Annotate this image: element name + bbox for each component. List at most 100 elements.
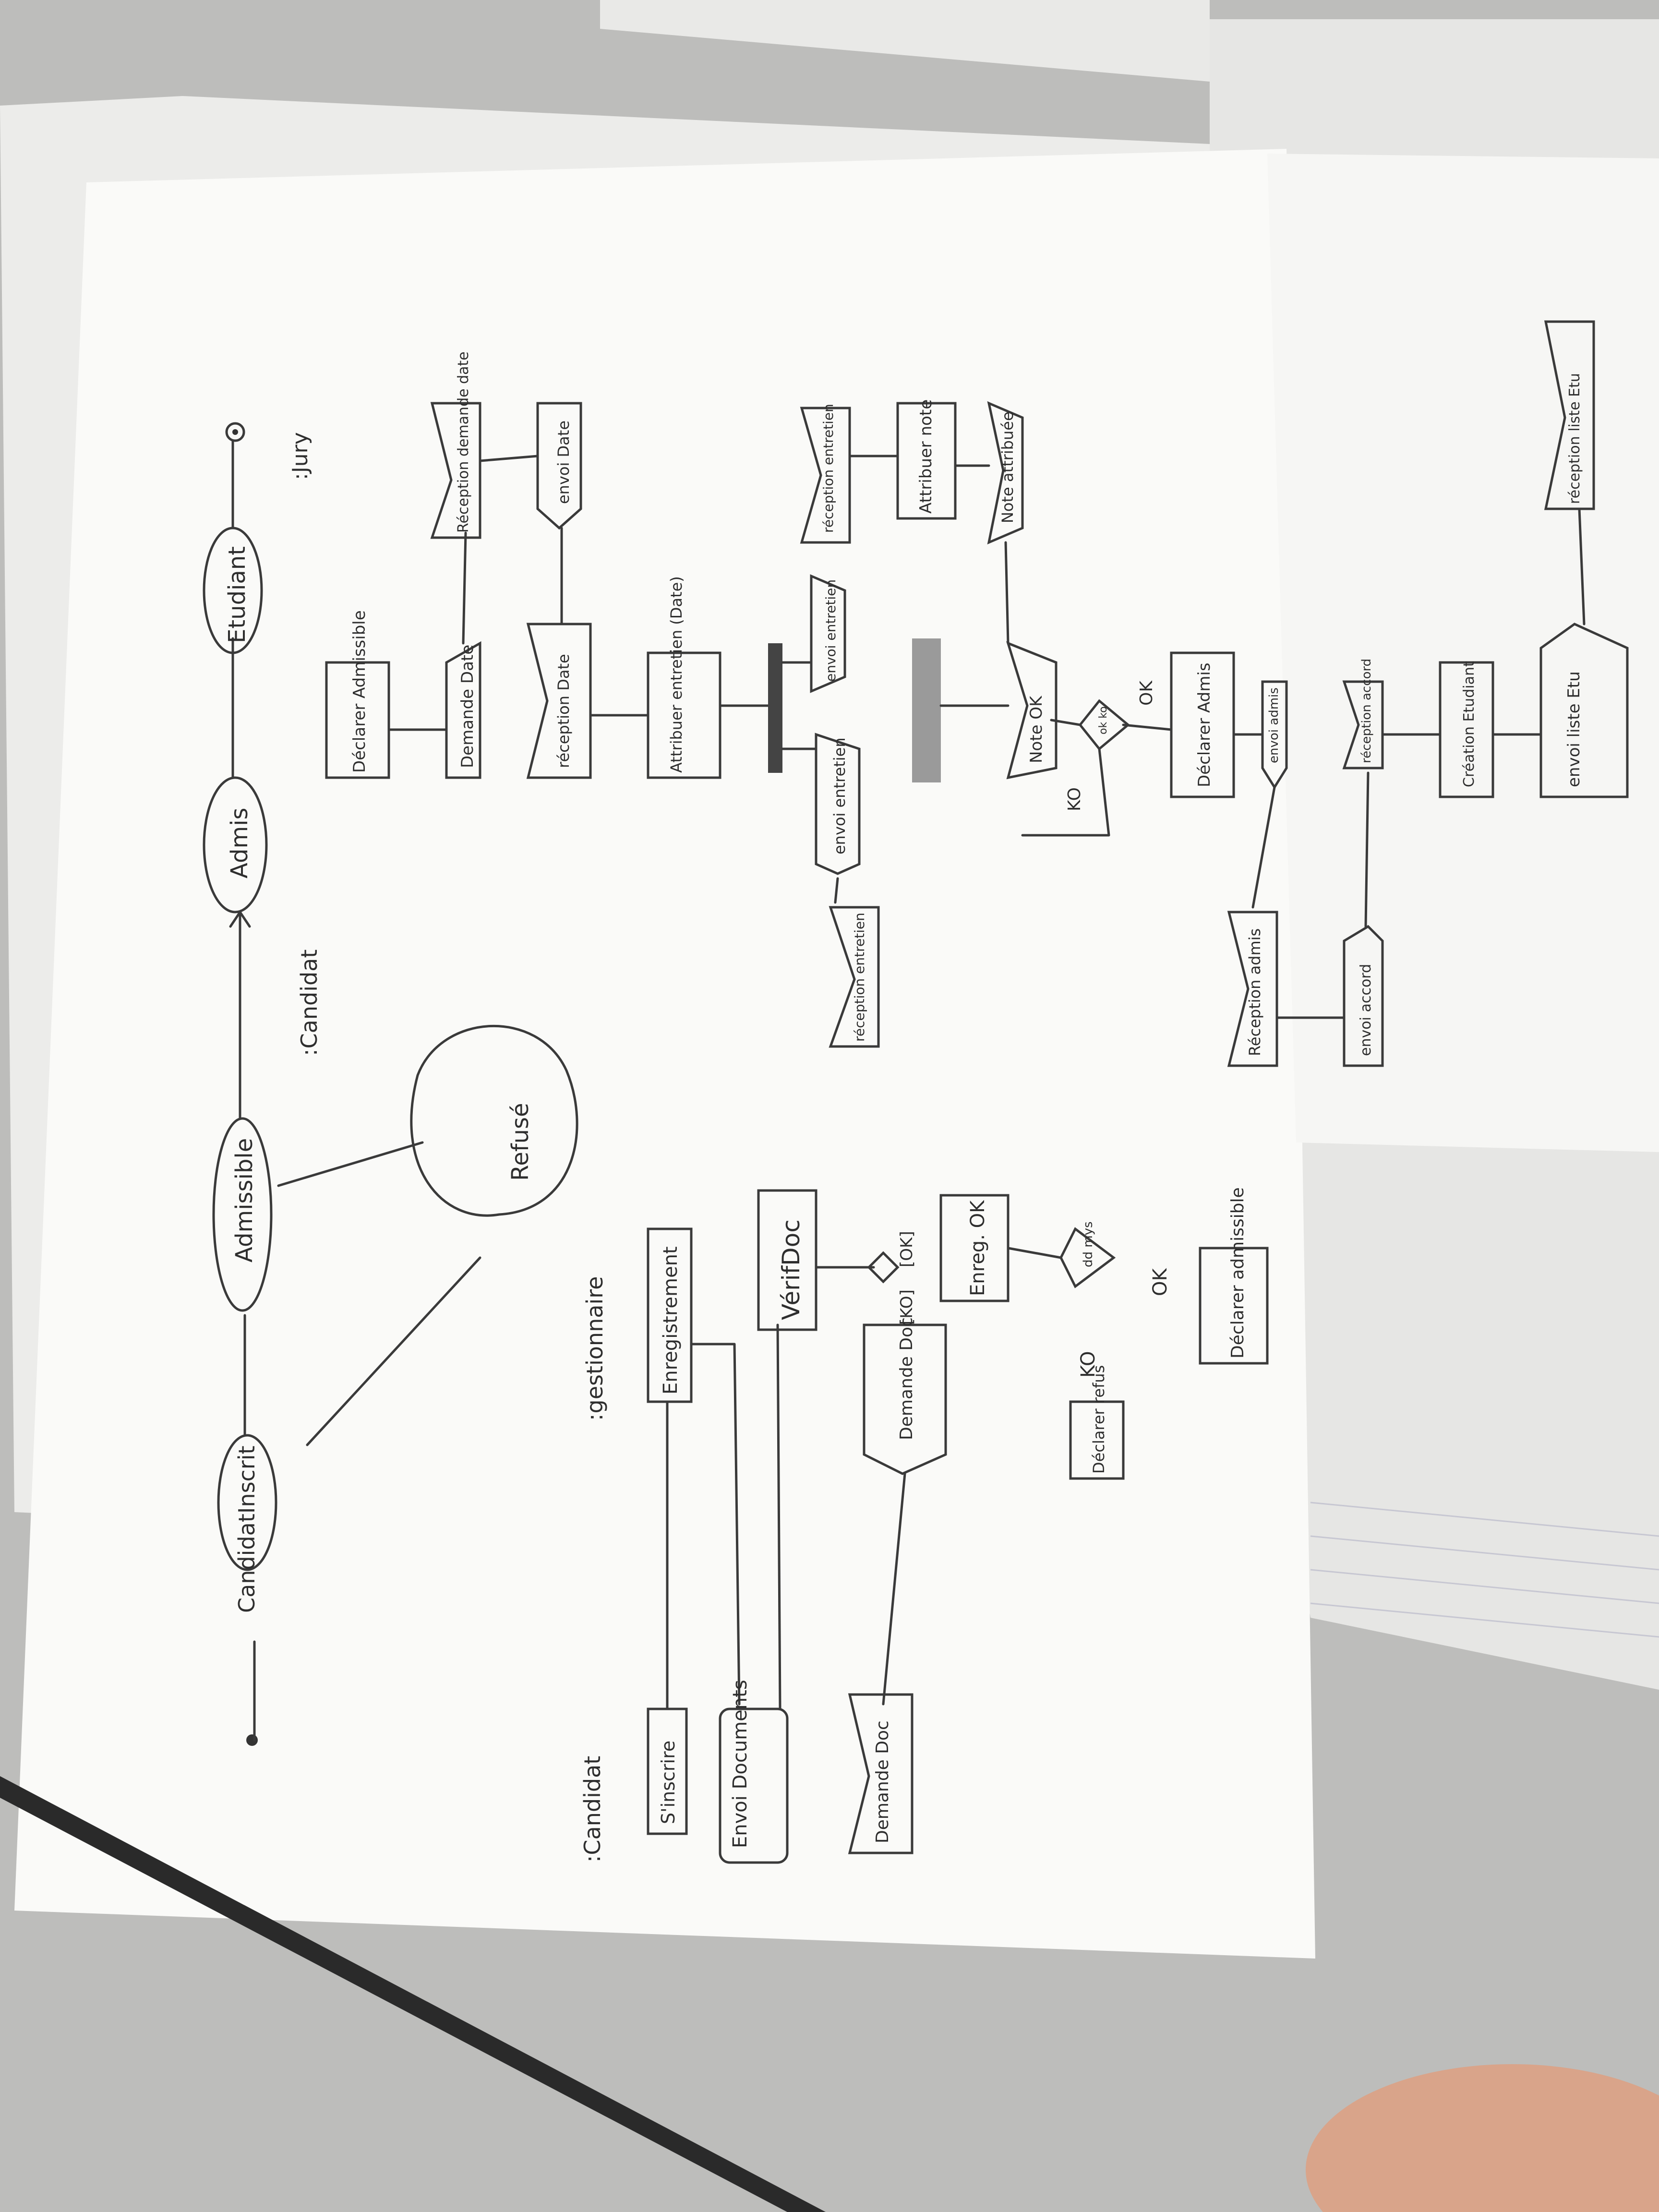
flow-line bbox=[1364, 771, 1370, 928]
decision-note: dd mys bbox=[1081, 1221, 1095, 1267]
action-label: Envoi Documents bbox=[729, 1680, 751, 1848]
signal-envoi-accord bbox=[1343, 925, 1384, 1067]
action-label: Attribuer note bbox=[916, 399, 936, 514]
state-label: CandidatInscrit bbox=[234, 1445, 260, 1613]
action-label: VérifDoc bbox=[777, 1219, 805, 1320]
decision-admissible bbox=[1059, 1227, 1116, 1288]
lane-gestionnaire-label: :gestionnaire bbox=[582, 1276, 608, 1421]
ok-label: OK bbox=[1149, 1268, 1171, 1296]
action-creation-etudiant bbox=[1439, 661, 1494, 798]
action-label: Note attribuée bbox=[998, 411, 1017, 523]
action-label: réception entretien bbox=[852, 913, 867, 1042]
signal-reception-demande-date bbox=[430, 402, 481, 539]
action-label: réception liste Etu bbox=[1566, 373, 1583, 504]
action-label: Déclarer refus bbox=[1090, 1365, 1108, 1474]
flow-line bbox=[1251, 786, 1276, 909]
action-enregistrement bbox=[647, 1227, 693, 1403]
signal-reception-date bbox=[526, 623, 592, 779]
signal-reception-entretien-2 bbox=[800, 407, 851, 544]
lane-candidat-label: :Candidat bbox=[579, 1756, 605, 1863]
signal-envoi-entretien-2 bbox=[815, 733, 861, 875]
action-verifdoc bbox=[757, 1189, 817, 1331]
action-label: Réception demande date bbox=[455, 351, 472, 533]
signal-envoi-date bbox=[536, 402, 582, 530]
state-refuse bbox=[410, 1025, 578, 1217]
transition-line bbox=[277, 1141, 424, 1187]
final-state-dot bbox=[232, 429, 238, 435]
flow-line bbox=[462, 531, 467, 645]
ok-label: OK bbox=[1137, 680, 1156, 706]
join-bar bbox=[912, 638, 941, 782]
action-declarer-admis bbox=[1170, 651, 1235, 798]
action-label: Déclarer Admis bbox=[1195, 662, 1214, 787]
signal-demande-doc-send bbox=[863, 1323, 947, 1475]
signal-reception-liste-etu bbox=[1544, 320, 1595, 510]
flow-line bbox=[1122, 723, 1173, 731]
action-label: Enreg. OK bbox=[967, 1200, 989, 1296]
action-label: envoi liste Etu bbox=[1564, 671, 1584, 787]
signal-reception-entretien-1 bbox=[829, 906, 880, 1048]
signal-demande-doc-receive bbox=[848, 1693, 914, 1854]
jury-label: :Jury bbox=[288, 432, 313, 480]
guard-ko: [KO] bbox=[897, 1289, 916, 1325]
action-label: Demande Doc bbox=[873, 1720, 892, 1843]
action-label: Demande Doc bbox=[897, 1317, 916, 1440]
final-state bbox=[225, 422, 245, 442]
transition-line bbox=[306, 1256, 481, 1446]
flow-line bbox=[690, 1343, 741, 1706]
flow-line bbox=[882, 1472, 906, 1706]
signal-envoi-admis bbox=[1261, 680, 1288, 790]
signal-envoi-liste-etu bbox=[1539, 623, 1629, 798]
flow-line bbox=[1004, 541, 1010, 645]
action-label: réception Date bbox=[554, 654, 573, 768]
action-label: envoi entretien bbox=[830, 737, 849, 854]
initial-state-dot bbox=[246, 1734, 258, 1746]
action-label: Déclarer Admissible bbox=[350, 610, 369, 773]
hand bbox=[1306, 2064, 1659, 2212]
action-label: Attribuer entretien (Date) bbox=[667, 576, 685, 773]
state-admissible bbox=[212, 1117, 273, 1312]
action-label: envoi accord bbox=[1358, 964, 1374, 1056]
signal-reception-accord bbox=[1342, 680, 1384, 769]
action-label: S'inscrire bbox=[658, 1741, 679, 1824]
action-jury-declarer-admissible bbox=[325, 661, 390, 779]
notebook-lines-right bbox=[1310, 1502, 1659, 1638]
action-label: envoi entretien bbox=[823, 579, 839, 682]
ko-loop bbox=[1021, 747, 1110, 837]
action-label: Enregistrement bbox=[660, 1246, 682, 1395]
signal-demande-date bbox=[445, 641, 481, 779]
main-paper-sheet bbox=[14, 149, 1315, 1959]
decision-verifdoc bbox=[867, 1251, 900, 1284]
action-attribuer-note bbox=[896, 402, 957, 520]
state-candidat-inscrit bbox=[217, 1434, 277, 1571]
signal-envoi-entretien-1 bbox=[810, 574, 846, 693]
signal-reception-admis bbox=[1227, 911, 1278, 1067]
action-attribuer-entretien bbox=[647, 651, 721, 779]
action-label: Demande Date bbox=[458, 645, 477, 768]
flow-line bbox=[776, 1323, 781, 1710]
guard-ok: [OK] bbox=[897, 1231, 916, 1267]
action-label: Création Etudiant bbox=[1461, 661, 1478, 787]
action-label: envoi Date bbox=[554, 421, 573, 504]
flow-line bbox=[1007, 1247, 1062, 1259]
action-declarer-admissible bbox=[1199, 1247, 1269, 1365]
state-label: Etudiant bbox=[224, 546, 251, 643]
flow-line bbox=[1578, 507, 1586, 625]
state-label: Refusé bbox=[507, 1103, 534, 1181]
ko-label: KO bbox=[1077, 1351, 1099, 1378]
state-admis bbox=[203, 776, 268, 914]
action-label: Note OK bbox=[1027, 695, 1046, 763]
flow-line bbox=[1050, 719, 1082, 726]
action-label: réception accord bbox=[1359, 659, 1374, 763]
background-notebook-top bbox=[600, 0, 1210, 82]
fork-bar bbox=[768, 643, 782, 773]
action-label: envoi admis bbox=[1267, 687, 1281, 763]
pen bbox=[0, 1776, 826, 2212]
action-label: Déclarer admissible bbox=[1228, 1187, 1248, 1358]
state-label: Admissible bbox=[231, 1138, 258, 1262]
action-label: Réception admis bbox=[1246, 928, 1264, 1056]
candidat-object-label: :Candidat bbox=[296, 950, 322, 1056]
signal-note-ok bbox=[1006, 641, 1058, 780]
action-label: réception entretien bbox=[820, 404, 836, 533]
